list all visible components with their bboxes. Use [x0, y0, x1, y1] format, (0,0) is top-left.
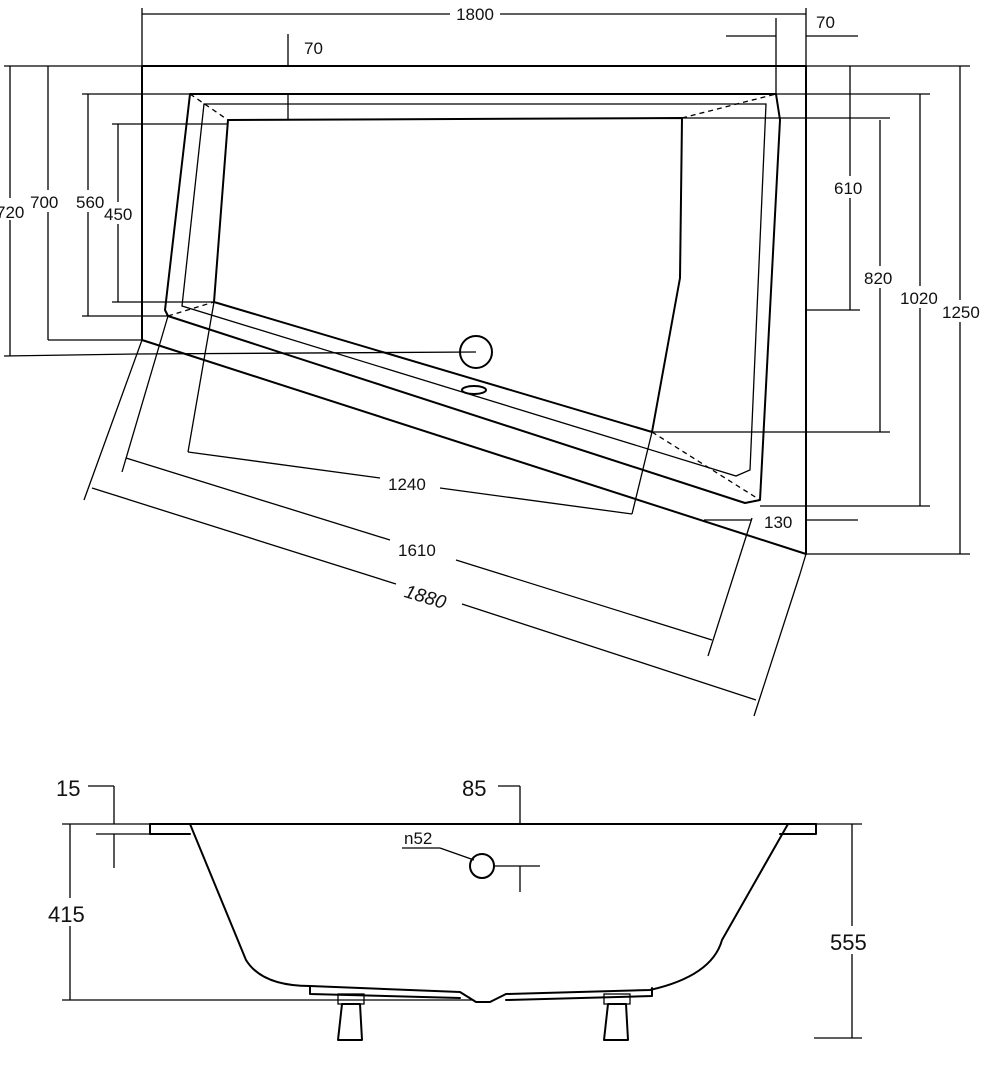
foot-left [337, 1003, 363, 1041]
label-bg-560 [76, 190, 106, 212]
dim-line-1240-a [187, 451, 381, 479]
rim-lip-left [149, 823, 191, 835]
label-bg-450 [104, 202, 136, 224]
plan-view: 1800 70 70 720 700 560 450 610 [0, 4, 984, 717]
ext-line-1610-right [707, 517, 753, 657]
rim-inner-outline [164, 93, 781, 504]
ext-line-1240-right [631, 431, 653, 515]
drain-leader [135, 351, 477, 355]
dim-1020-label: 1020 [900, 289, 938, 308]
dim-line-1880-b [461, 603, 757, 701]
section-view: n52 15 85 415 555 [46, 776, 878, 1041]
basin-outline [213, 117, 683, 433]
dim-rim-top-label: 70 [304, 39, 323, 58]
ext-line-1880-right-a [799, 553, 807, 575]
label-bg-720 [0, 198, 26, 220]
ext-line-1610-left [121, 315, 169, 473]
foot-right-top [603, 993, 631, 1005]
dim-1800-label: 1800 [456, 5, 494, 24]
label-bg-1250 [940, 300, 984, 322]
dim-1610-label: 1610 [398, 541, 436, 560]
dim-85-label: 85 [462, 776, 486, 801]
dim-15-label: 15 [56, 776, 80, 801]
dim-line-1610-b [455, 559, 713, 641]
overflow-diameter-label: n52 [404, 829, 432, 848]
dim-1880-label: 1880 [402, 581, 449, 614]
overflow-circle [469, 853, 495, 879]
label-bg-1020 [898, 286, 942, 308]
label-bg-820 [862, 266, 898, 288]
tub-body-profile [189, 823, 789, 1003]
foot-right [603, 1003, 629, 1041]
dim-rim-right-label: 70 [816, 13, 835, 32]
support-rail-right [505, 987, 653, 1001]
label-bg-415 [46, 898, 96, 926]
dim-610-label: 610 [834, 179, 862, 198]
dim-line-1880-a [91, 487, 397, 585]
dim-450-label: 450 [104, 205, 132, 224]
overflow-slot [461, 385, 487, 395]
label-bg-1800 [450, 4, 500, 24]
dim-rim-bottom-label: 130 [764, 513, 792, 532]
dim-560-label: 560 [76, 193, 104, 212]
overflow-leader-b [439, 847, 475, 861]
dim-555-label: 555 [830, 930, 867, 955]
dim-700-label: 700 [30, 193, 58, 212]
dim-line-1610-a [125, 457, 391, 541]
rim-lip-right [779, 823, 817, 835]
ext-line-1880-right-b [753, 573, 801, 717]
label-bg-610 [832, 176, 868, 198]
dim-415-label: 415 [48, 902, 85, 927]
rim-inner-offset [181, 103, 767, 477]
dim-820-label: 820 [864, 269, 892, 288]
dim-1240-label: 1240 [388, 475, 426, 494]
dashed-corner-1 [167, 301, 215, 317]
dashed-corner-4 [189, 93, 229, 121]
label-bg-555 [828, 926, 878, 954]
dim-line-1240-b [439, 487, 633, 515]
ext-line-1240-left [187, 301, 215, 453]
label-bg-700 [30, 190, 66, 212]
dashed-corner-2 [681, 93, 777, 119]
support-rail-left [309, 985, 461, 999]
ext-line-1880-left [83, 339, 143, 501]
dashed-corner-3 [651, 431, 761, 501]
ext-line-720-bottom [3, 353, 137, 357]
dim-1250-label: 1250 [942, 303, 980, 322]
dim-720-label: 720 [0, 203, 24, 222]
